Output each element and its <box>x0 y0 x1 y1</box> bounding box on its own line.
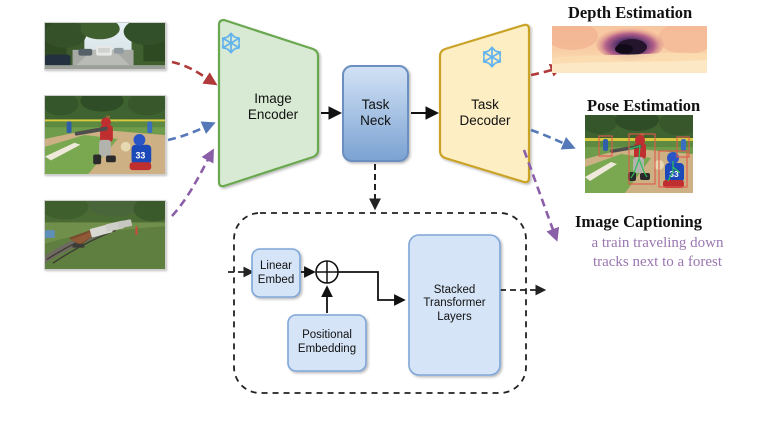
linear-embed-node[interactable] <box>251 248 301 298</box>
image-caption-line2: tracks next to a forest <box>592 254 723 270</box>
image-caption-line1: a train traveling down <box>591 235 724 251</box>
task-decoder-node[interactable] <box>438 23 531 184</box>
pose-image-output: 33 <box>585 115 693 193</box>
output-arrow-caption <box>522 149 560 242</box>
input-arrow-depth <box>171 60 218 86</box>
depth-map-output <box>552 26 707 73</box>
image-encoder-node[interactable] <box>217 18 320 188</box>
pose-estimation-title: Pose Estimation <box>587 96 701 115</box>
input-arrow-caption <box>171 148 214 217</box>
street-scene-thumbnail <box>44 22 166 70</box>
svg-text:33: 33 <box>135 150 145 160</box>
depth-estimation-title: Depth Estimation <box>568 3 693 22</box>
snowflake-icon-decoder <box>482 46 502 68</box>
snowflake-icon-encoder <box>221 32 241 54</box>
input-arrow-pose <box>167 121 216 142</box>
detail-box-container <box>233 212 527 394</box>
svg-text:33: 33 <box>669 169 679 179</box>
image-captioning-title: Image Captioning <box>575 212 702 231</box>
train-scene-thumbnail <box>44 200 166 270</box>
arrow-sum-to-transformer <box>338 271 406 306</box>
baseball-scene-thumbnail: 33 <box>44 95 166 175</box>
output-arrow-pose <box>530 128 576 150</box>
sum-operator-node <box>315 260 339 284</box>
positional-embedding-node[interactable] <box>287 314 367 372</box>
task-neck-node[interactable] <box>342 65 409 162</box>
stacked-transformer-node[interactable] <box>408 234 501 376</box>
